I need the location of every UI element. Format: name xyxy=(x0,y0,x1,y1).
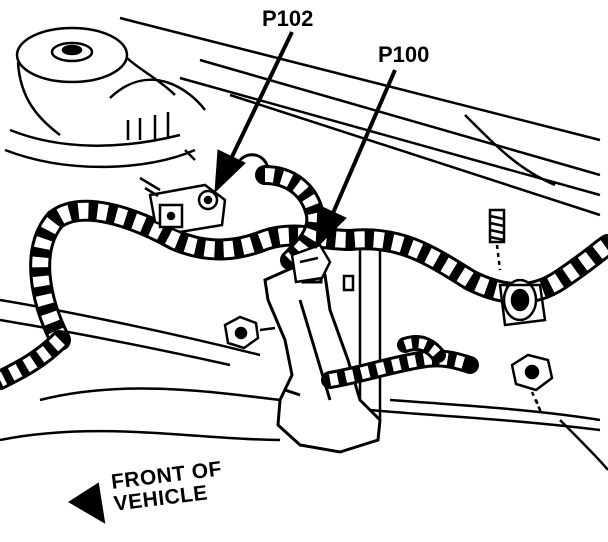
mounting-bracket xyxy=(263,258,382,454)
strut-tower xyxy=(4,26,206,169)
stud-upper-right xyxy=(488,208,506,271)
front-direction-arrow-icon xyxy=(68,482,106,524)
right-connector xyxy=(498,278,547,327)
callout-label-p100: P100 xyxy=(378,42,429,67)
callout-label-p102: P102 xyxy=(262,6,313,31)
clip-small xyxy=(342,274,355,292)
wiring-harness xyxy=(0,165,608,390)
bolt-right xyxy=(510,353,554,416)
bolt-left xyxy=(223,315,276,350)
callout-arrow-p102 xyxy=(214,31,294,194)
p102-connector xyxy=(139,153,270,234)
p100-connector xyxy=(290,243,332,284)
callout-arrow-p100 xyxy=(315,69,397,250)
body-panels xyxy=(0,16,608,471)
